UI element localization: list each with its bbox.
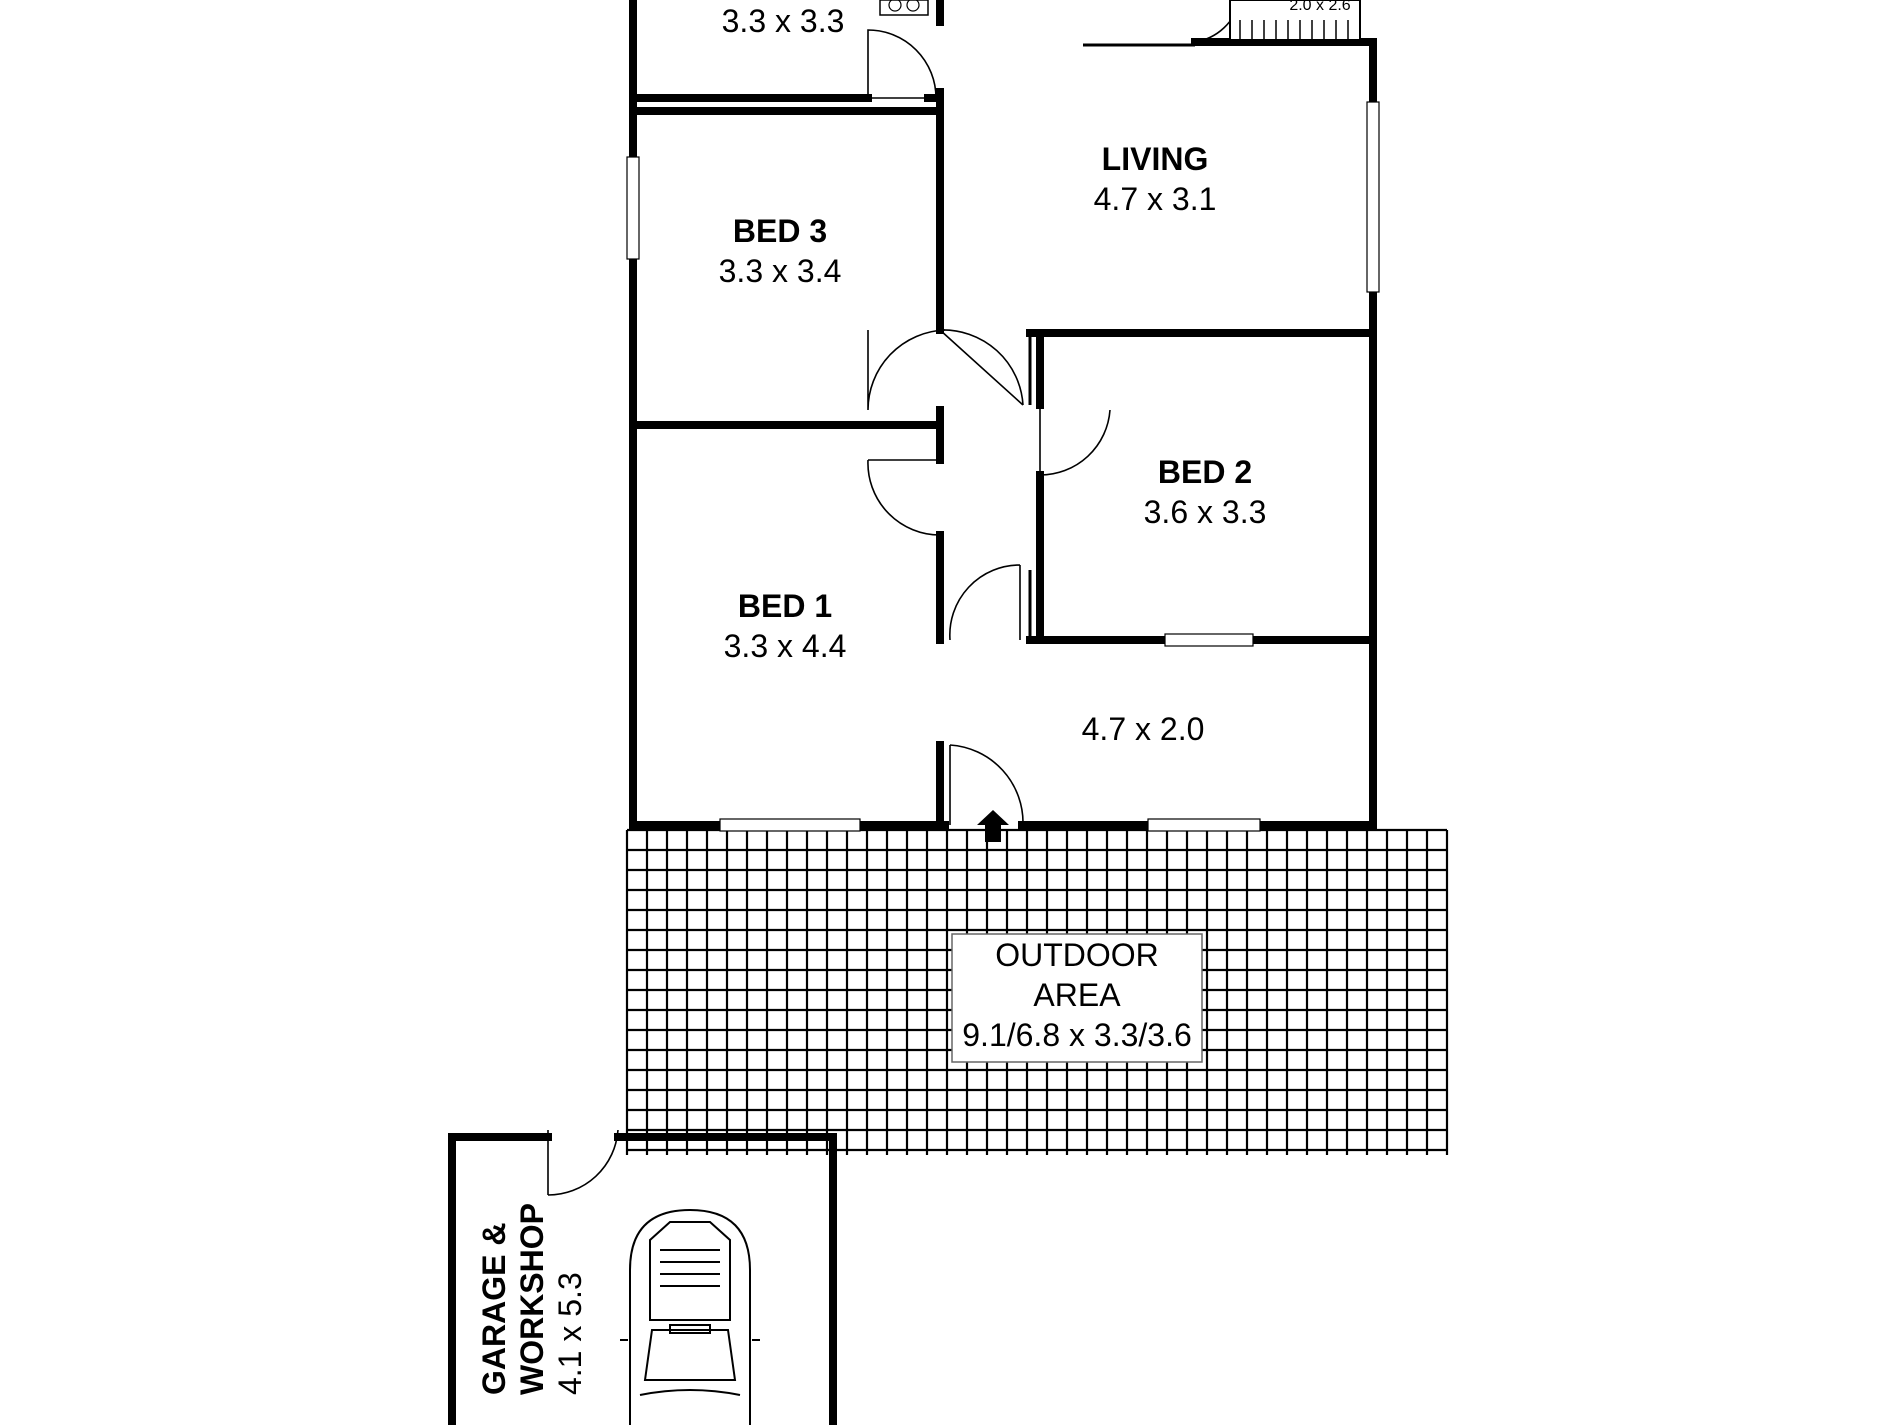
garage-label-line2: WORKSHOP [514, 1203, 550, 1395]
entry-arrow-icon [977, 810, 1009, 842]
bed3-dims: 3.3 x 3.4 [719, 253, 842, 289]
bed2-dims: 3.6 x 3.3 [1144, 494, 1267, 530]
outdoor-area-tiles [625, 828, 1449, 1155]
door-swings [547, 0, 1241, 1196]
living-dims: 4.7 x 3.1 [1094, 181, 1217, 217]
windows [626, 101, 1380, 832]
stairs [1229, 0, 1361, 41]
top-room-dims: 3.3 x 3.3 [722, 3, 845, 39]
outdoor-label-line2: AREA [1033, 977, 1121, 1013]
car-icon [620, 1208, 760, 1425]
entry-dims: 4.7 x 2.0 [1082, 711, 1205, 747]
top-right-dims: 2.0 x 2.6 [1289, 0, 1350, 14]
bed1-label: BED 1 [738, 588, 832, 624]
garage-label-line1: GARAGE & [476, 1223, 512, 1395]
house-walls [629, 0, 1377, 829]
outdoor-dims: 9.1/6.8 x 3.3/3.6 [962, 1017, 1192, 1053]
bed2-label: BED 2 [1158, 454, 1252, 490]
bed3-label: BED 3 [733, 213, 827, 249]
garage-dims: 4.1 x 5.3 [552, 1272, 588, 1395]
outdoor-label-line1: OUTDOOR [995, 937, 1159, 973]
living-label: LIVING [1102, 141, 1209, 177]
bed1-dims: 3.3 x 4.4 [724, 628, 847, 664]
garage-walls [448, 1133, 837, 1425]
stove-icon [879, 0, 929, 16]
